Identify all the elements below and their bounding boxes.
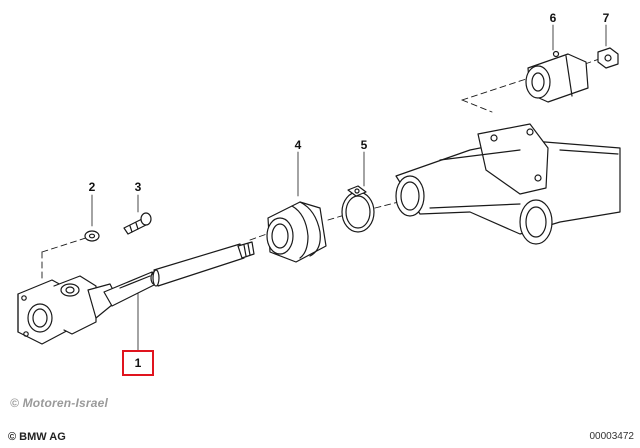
- part-number-6[interactable]: 6: [549, 11, 557, 25]
- part-number-4[interactable]: 4: [294, 138, 302, 152]
- hose-clamp: [341, 185, 375, 233]
- part-number-2[interactable]: 2: [88, 180, 96, 194]
- bolt: [123, 212, 152, 235]
- part-1-highlight-box[interactable]: [122, 350, 154, 376]
- copyright-label: © BMW AG: [8, 431, 66, 443]
- diagram-id: 00003472: [589, 431, 635, 442]
- watermark: © Motoren-Israel: [10, 396, 109, 410]
- washer: [84, 230, 100, 242]
- part-number-5[interactable]: 5: [360, 138, 368, 152]
- leader-lines: [91, 24, 607, 351]
- nut: [597, 47, 619, 69]
- axle-carrier: [395, 123, 621, 245]
- bushing: [525, 50, 589, 103]
- shaft-flange-assembly: [17, 241, 255, 345]
- rubber-boot: [266, 201, 327, 263]
- part-number-3[interactable]: 3: [134, 180, 142, 194]
- part-number-7[interactable]: 7: [602, 11, 610, 25]
- part-number-1[interactable]: 1: [134, 356, 142, 370]
